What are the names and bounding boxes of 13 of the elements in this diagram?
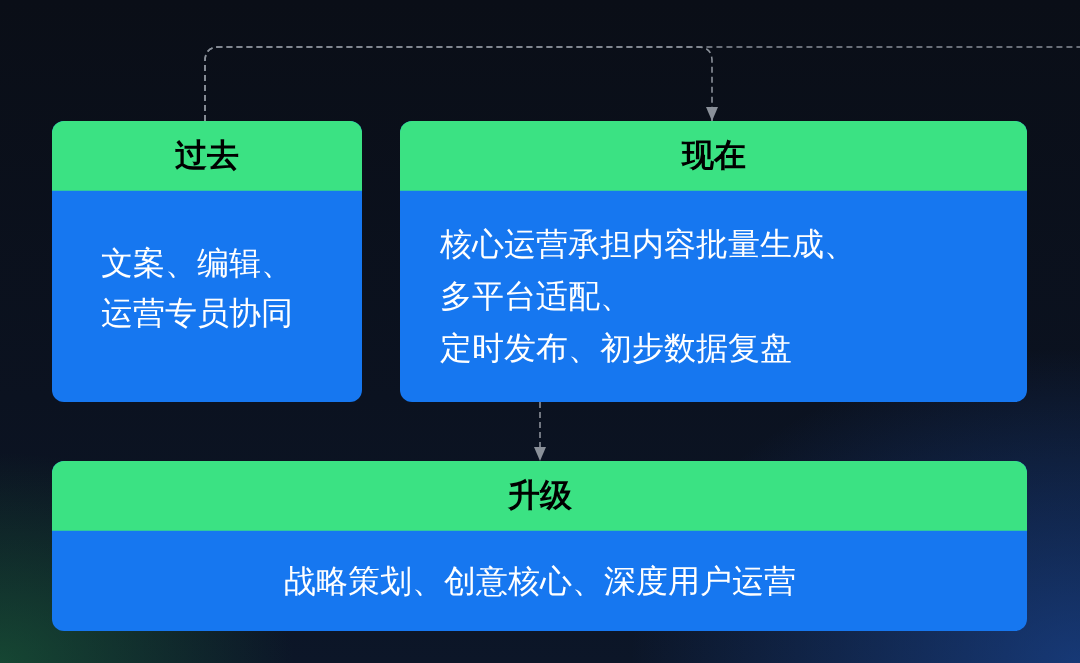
connector-line [204,46,1080,122]
stage-card [400,121,1027,402]
card-header: 现在 [400,121,1027,191]
card-body-text: 核心运营承担内容批量生成、 [440,224,856,265]
card-body-text: 定时发布、初步数据复盘 [440,328,792,369]
card-body-text: 战略策划、创意核心、深度用户运营 [283,560,796,602]
card-header: 过去 [52,121,362,191]
stage-card [52,121,362,402]
card-body-text: 文案、编辑、运营专员协同 [101,243,294,334]
arrow [534,401,546,462]
card-body-text: 多平台适配、 [440,276,632,317]
stage-card [52,461,1027,631]
card-header: 升级 [52,461,1027,531]
